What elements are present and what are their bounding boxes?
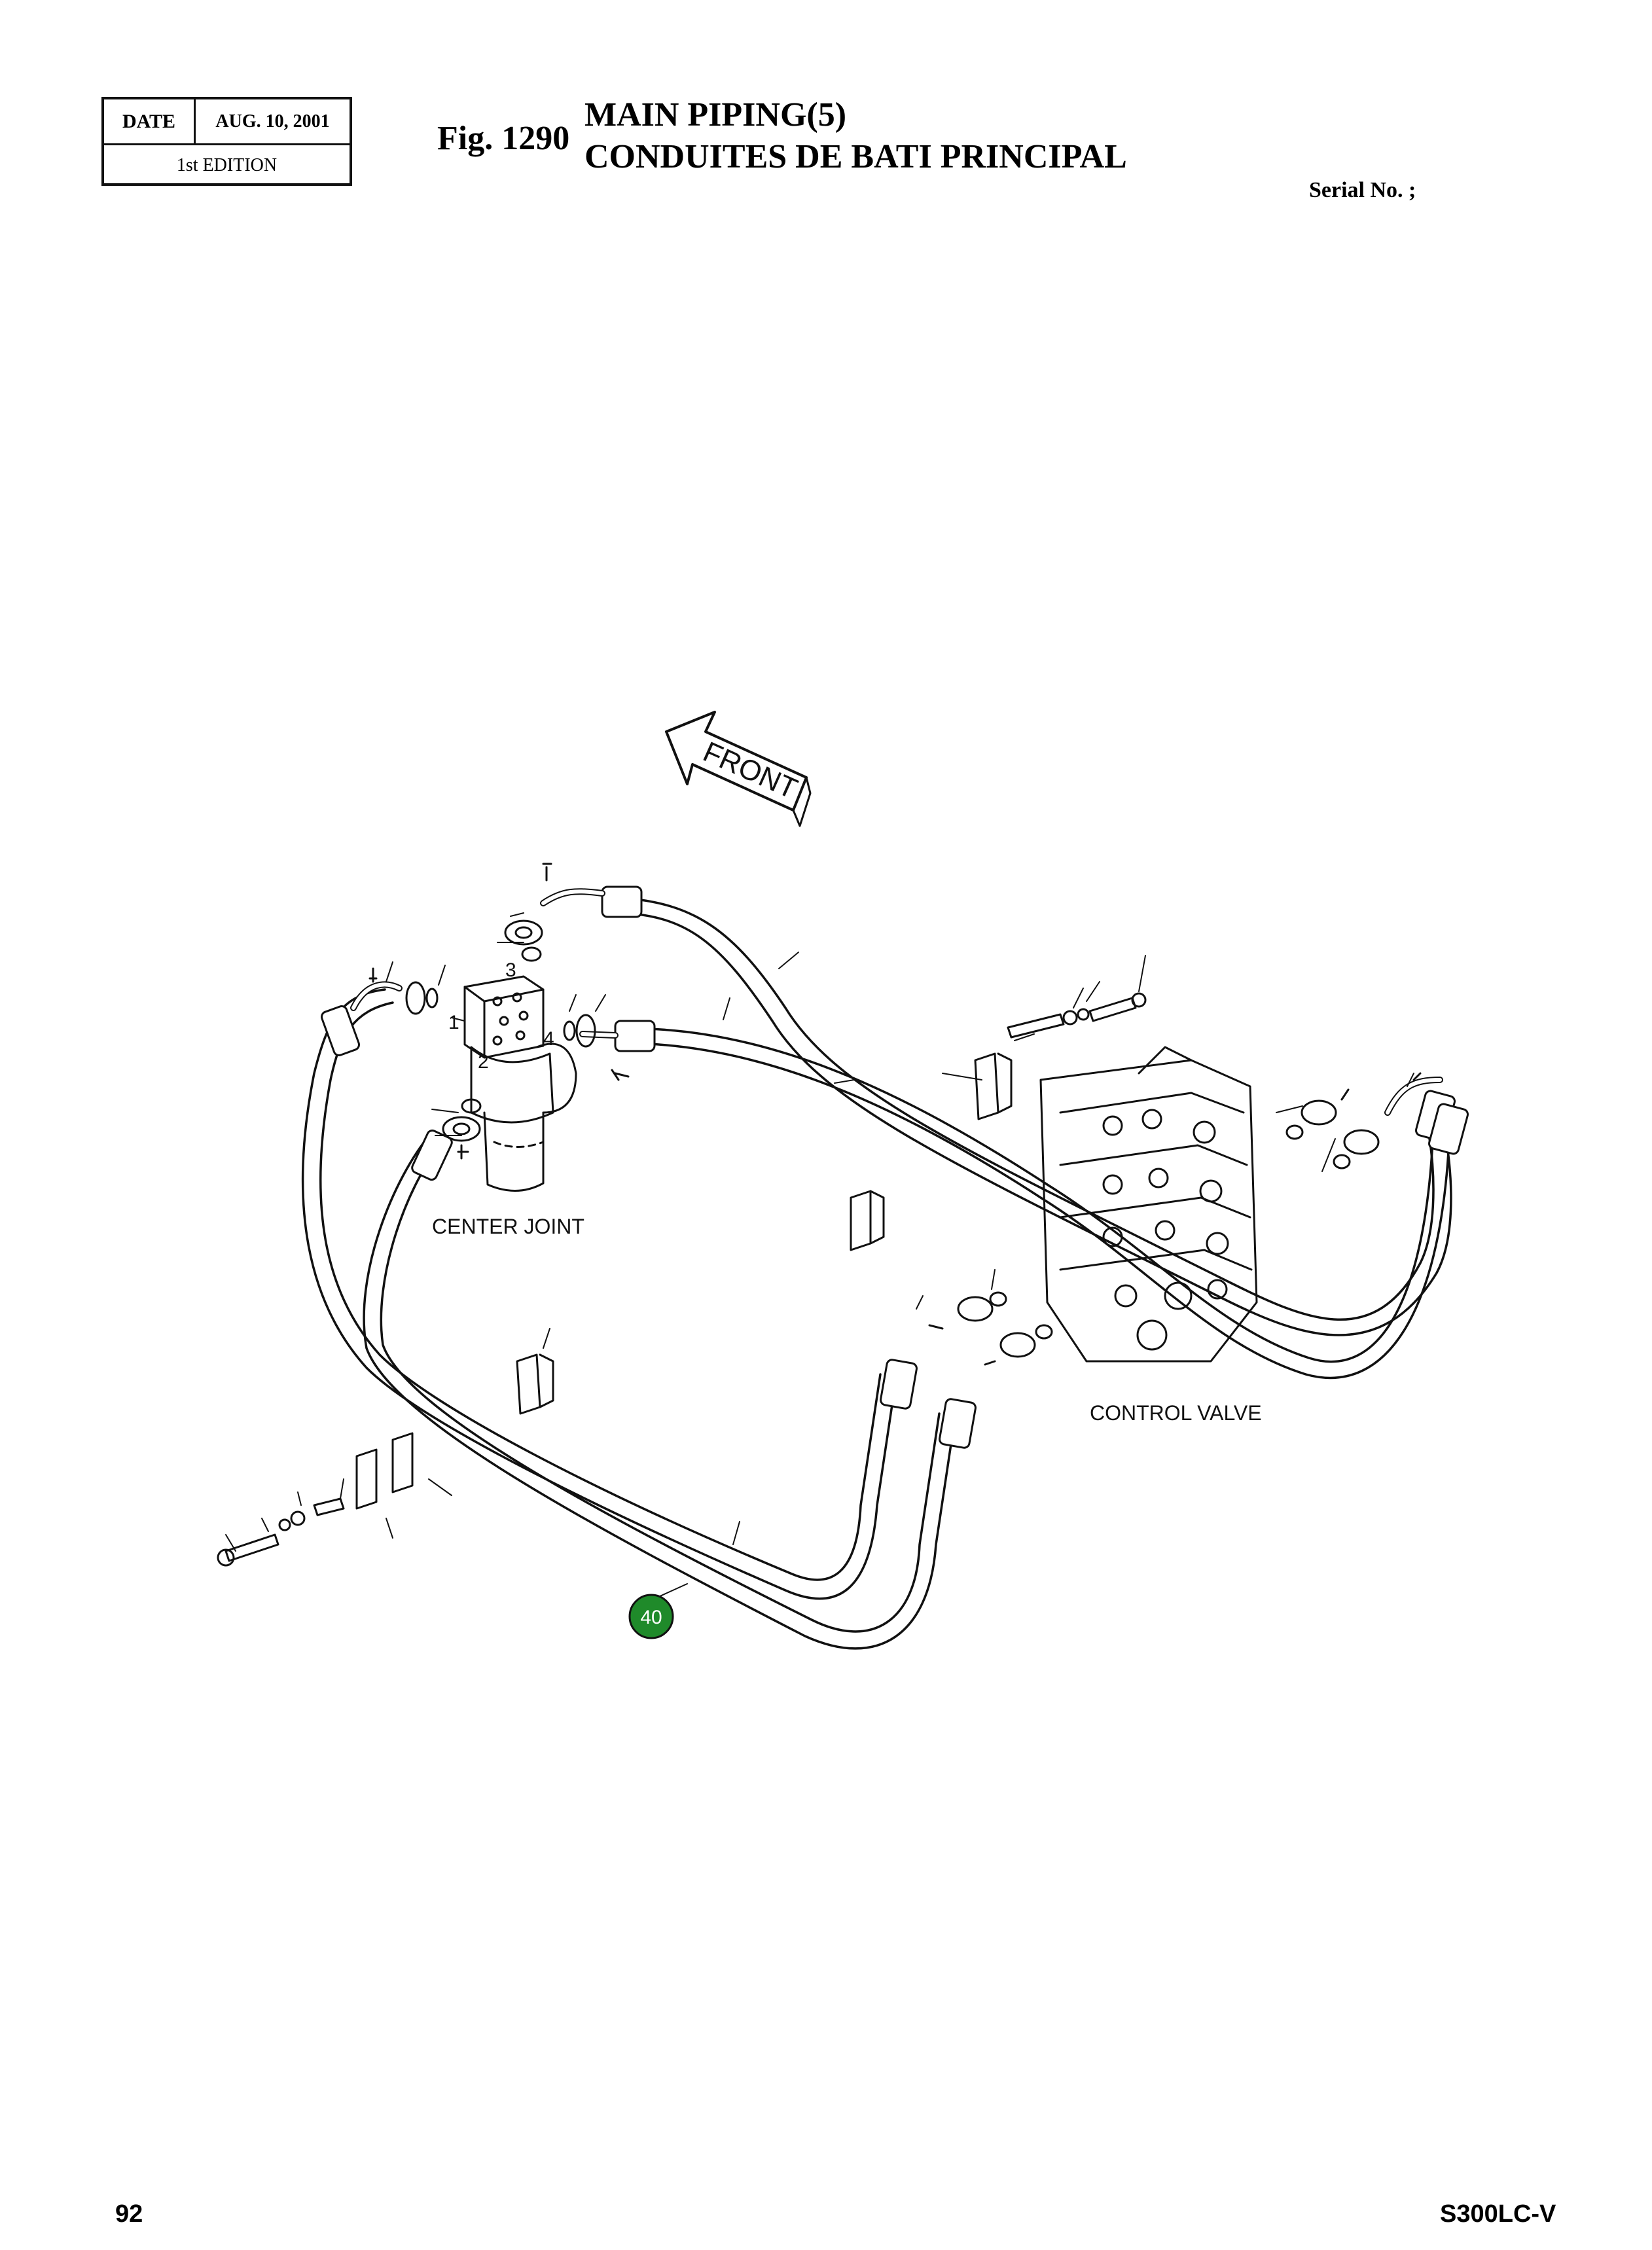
- center-joint-label: CENTER JOINT: [432, 1215, 584, 1238]
- clamps-and-bolts: [217, 992, 1147, 1567]
- port-label-2: 2: [478, 1051, 489, 1073]
- front-arrow: FRONT: [665, 711, 812, 827]
- part-callout-40[interactable]: 40: [628, 1594, 674, 1639]
- control-valve-label: CONTROL VALVE: [1090, 1401, 1262, 1425]
- front-label: FRONT: [698, 736, 802, 805]
- page-title-english: MAIN PIPING(5): [584, 96, 847, 134]
- flanges-and-seals: [368, 863, 1422, 1366]
- figure-number: Fig. 1290: [437, 120, 570, 157]
- hose-set: [301, 897, 1452, 1650]
- serial-number-label: Serial No. ;: [1309, 178, 1416, 202]
- date-edition-box: DATE AUG. 10, 2001 1st EDITION: [101, 97, 352, 186]
- hose-fittings: [320, 885, 1469, 1449]
- port-label-1: 1: [448, 1012, 459, 1033]
- leader-lines: [225, 912, 1414, 1601]
- control-valve: [1039, 1046, 1258, 1363]
- date-row: DATE AUG. 10, 2001: [104, 99, 350, 145]
- port-label-3: 3: [505, 959, 516, 981]
- page-title-french: CONDUITES DE BATI PRINCIPAL: [584, 138, 1127, 175]
- page-number: 92: [115, 2200, 143, 2228]
- edition-label: 1st EDITION: [176, 155, 278, 175]
- part-callout-number: 40: [640, 1607, 662, 1628]
- port-label-4: 4: [543, 1028, 554, 1050]
- date-label: DATE: [104, 99, 196, 143]
- center-joint: [463, 975, 577, 1192]
- date-value: AUG. 10, 2001: [215, 111, 330, 132]
- model-code: S300LC-V: [1440, 2200, 1556, 2228]
